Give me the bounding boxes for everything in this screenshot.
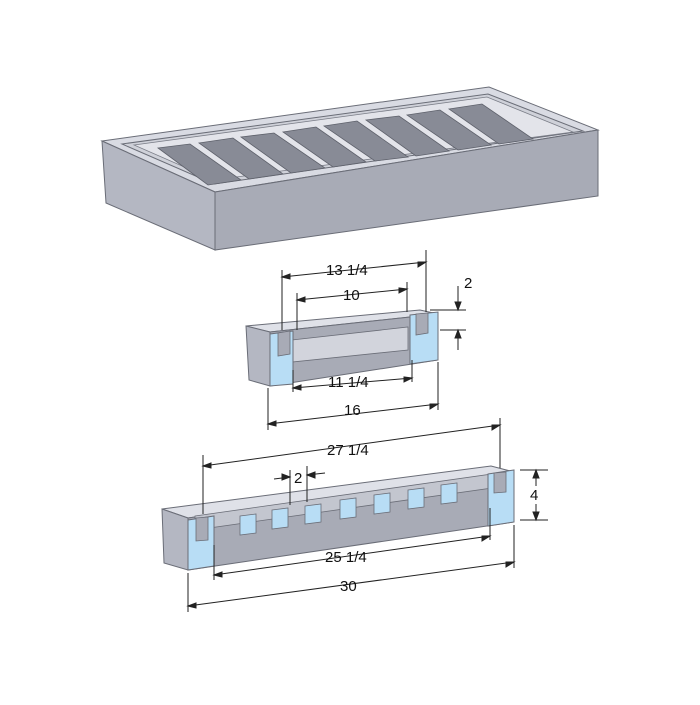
front-frame-bar xyxy=(440,482,458,505)
grate-slot xyxy=(197,137,285,180)
side-frame-notch-right xyxy=(415,312,429,336)
grate-slots xyxy=(156,103,535,186)
front-dimension-lines xyxy=(186,418,548,612)
grate-slot xyxy=(239,132,327,174)
grate-slot xyxy=(405,109,493,151)
front-frame-bar xyxy=(239,513,257,536)
side-frame-left-end xyxy=(245,325,271,387)
side-dimension-labels: 13 1/4 10 2 11 1/4 16 xyxy=(326,262,472,419)
grate-slot xyxy=(156,143,243,186)
front-frame-section xyxy=(161,465,515,571)
dim-front-height: 4 xyxy=(530,487,538,504)
front-frame-bar xyxy=(407,487,425,510)
grate-slot xyxy=(322,120,410,162)
grate-front-face xyxy=(214,129,599,251)
dim-front-overall: 30 xyxy=(340,578,357,595)
side-dimension-lines xyxy=(266,250,466,430)
side-frame-notch-left xyxy=(277,330,291,357)
dim-side-overall: 16 xyxy=(344,402,361,419)
front-dimension-labels: 27 1/4 2 4 25 1/4 30 xyxy=(294,442,538,595)
dim-front-bottom-inner: 25 1/4 xyxy=(325,549,367,566)
front-frame-bar xyxy=(271,507,289,530)
front-frame-notch-right xyxy=(493,471,507,494)
dim-side-inner-top: 13 1/4 xyxy=(326,262,368,279)
dim-side-slot: 10 xyxy=(343,287,360,304)
dim-front-bar: 2 xyxy=(294,470,302,487)
front-frame-bar xyxy=(304,503,322,525)
front-frame-notch-left xyxy=(195,516,209,542)
front-frame-left-end xyxy=(161,508,189,571)
front-frame-bars xyxy=(239,482,458,536)
dim-side-depth: 2 xyxy=(464,275,472,292)
grate-assembly-3d xyxy=(100,86,600,251)
side-frame-section xyxy=(245,309,439,387)
grate-slot xyxy=(364,115,451,157)
front-frame-bar xyxy=(373,492,391,515)
dim-front-inner-top: 27 1/4 xyxy=(327,442,369,459)
grate-slot xyxy=(281,126,368,168)
dim-side-bottom-inner: 11 1/4 xyxy=(328,374,369,391)
grate-slot xyxy=(447,103,535,145)
front-frame-bar xyxy=(339,497,357,520)
